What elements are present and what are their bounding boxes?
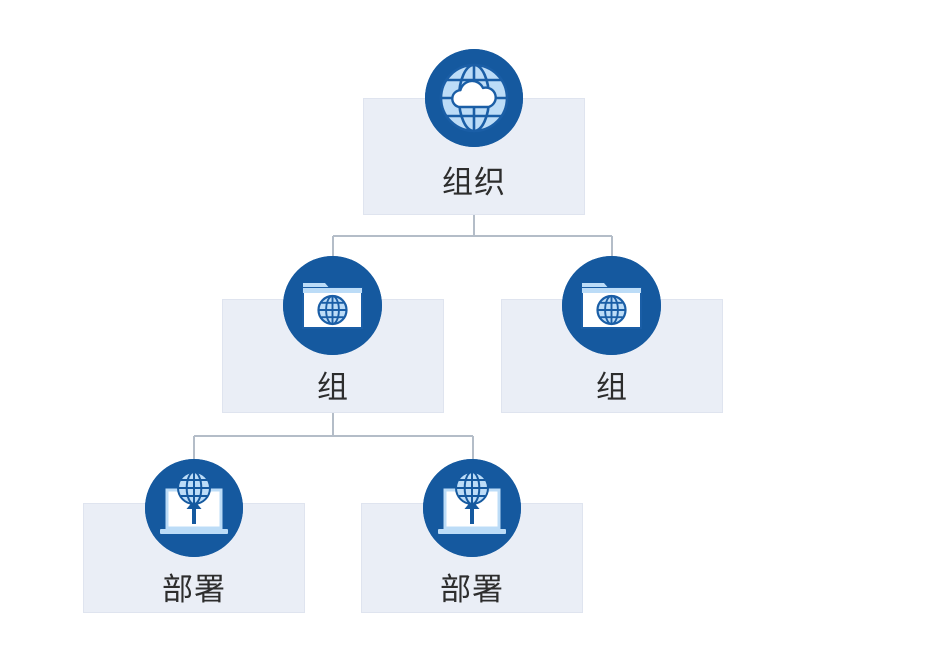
node-deployment-2-label: 部署 — [440, 572, 504, 607]
folder-globe-icon — [562, 256, 661, 355]
node-group-1-label: 组 — [317, 370, 349, 405]
laptop-globe-upload-icon — [423, 459, 521, 557]
folder-globe-icon — [283, 256, 382, 355]
globe-cloud-icon — [425, 49, 523, 147]
node-organization-label: 组织 — [442, 165, 506, 200]
node-group-2-label: 组 — [596, 370, 628, 405]
laptop-globe-upload-icon — [145, 459, 243, 557]
cloud-glyph — [451, 79, 497, 109]
node-deployment-1-label: 部署 — [162, 572, 226, 607]
